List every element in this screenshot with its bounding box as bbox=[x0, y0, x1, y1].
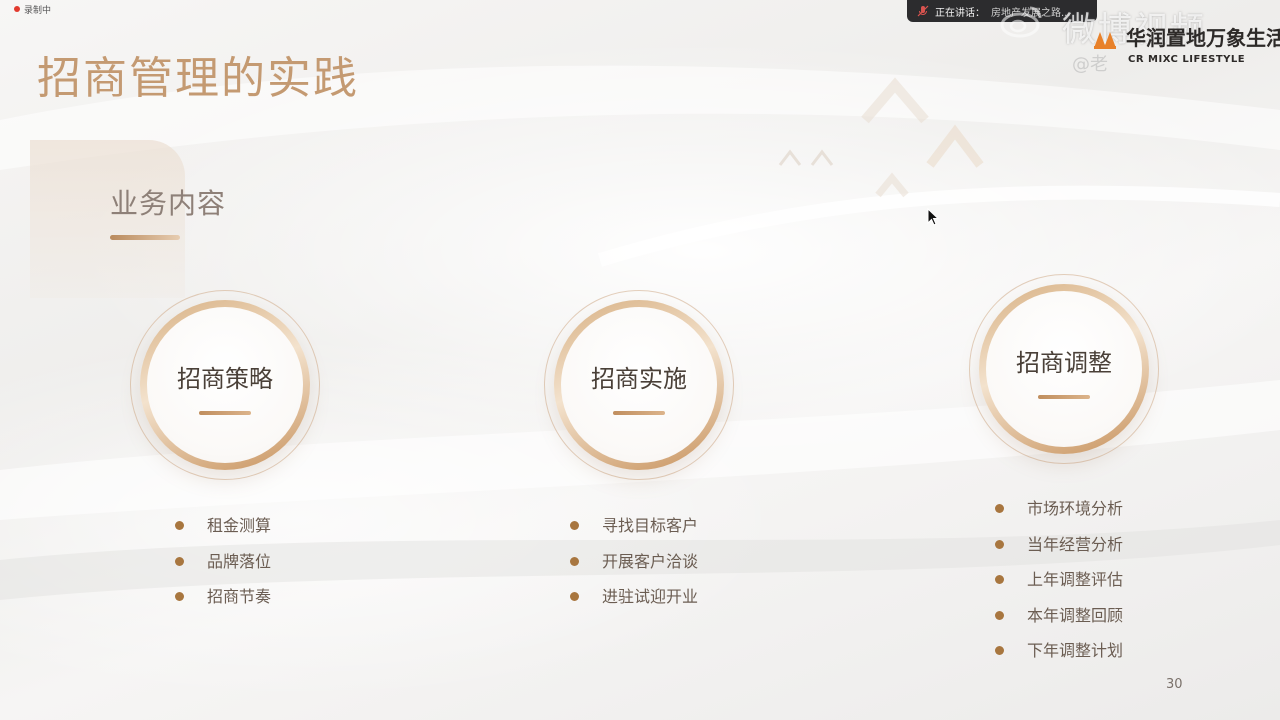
bullet-list-adjustment: 市场环境分析 当年经营分析 上年调整评估 本年调整回顾 下年调整计划 bbox=[995, 491, 1123, 669]
section-title: 业务内容 bbox=[110, 187, 227, 220]
bullet-icon bbox=[570, 556, 579, 566]
list-item: 开展客户洽谈 bbox=[570, 544, 698, 580]
speaking-status: 正在讲话： bbox=[935, 7, 985, 19]
mouse-cursor-icon bbox=[927, 208, 939, 226]
circle-heading: 招商实施 bbox=[591, 365, 687, 393]
bullet-icon bbox=[995, 539, 1004, 549]
list-item: 本年调整回顾 bbox=[995, 598, 1123, 634]
speaker-name: 房地产发展之路... bbox=[991, 7, 1071, 19]
circle-strategy: 招商策略 bbox=[130, 290, 320, 480]
list-item: 下年调整计划 bbox=[995, 633, 1123, 669]
circle-heading: 招商调整 bbox=[1016, 349, 1112, 377]
mic-muted-icon[interactable] bbox=[917, 5, 929, 17]
watermark-platform: 微博视频 bbox=[1062, 10, 1206, 50]
circle-adjustment: 招商调整 bbox=[969, 274, 1159, 464]
brand-logo-icon bbox=[1094, 32, 1116, 49]
bullet-icon bbox=[995, 646, 1004, 655]
bullet-icon bbox=[175, 592, 184, 601]
circle-underline bbox=[199, 411, 251, 415]
list-item: 品牌落位 bbox=[175, 544, 271, 580]
bullet-icon bbox=[175, 521, 184, 530]
watermark-handle: @老 bbox=[1072, 54, 1108, 75]
brand-logo: 华润置地万象生活 CR MIXC LIFESTYLE bbox=[1092, 22, 1280, 72]
list-item: 租金测算 bbox=[175, 508, 271, 544]
list-item: 当年经营分析 bbox=[995, 527, 1123, 563]
bullet-icon bbox=[995, 504, 1004, 513]
record-dot-icon bbox=[14, 6, 20, 12]
recording-label: 录制中 bbox=[24, 5, 52, 16]
bullet-icon bbox=[570, 592, 579, 601]
circle-underline bbox=[1038, 395, 1090, 399]
page-number: 30 bbox=[1166, 677, 1183, 692]
bullet-list-strategy: 租金测算 品牌落位 招商节奏 bbox=[175, 508, 271, 615]
weibo-logo-icon bbox=[1000, 6, 1042, 38]
section-underline bbox=[110, 235, 180, 240]
circle-underline bbox=[613, 411, 665, 415]
bullet-icon bbox=[175, 556, 184, 566]
decorative-chevrons bbox=[778, 77, 984, 198]
circle-implementation: 招商实施 bbox=[544, 290, 734, 480]
list-item: 市场环境分析 bbox=[995, 491, 1123, 527]
list-item: 招商节奏 bbox=[175, 579, 271, 615]
brand-chinese-name: 华润置地万象生活 bbox=[1126, 26, 1280, 50]
recording-indicator: 录制中 bbox=[14, 2, 51, 16]
bullet-list-implementation: 寻找目标客户 开展客户洽谈 进驻试迎开业 bbox=[570, 508, 698, 615]
page-title: 招商管理的实践 bbox=[37, 53, 359, 104]
list-item: 寻找目标客户 bbox=[570, 508, 698, 544]
meeting-speaker-bar[interactable]: 正在讲话： 房地产发展之路... bbox=[907, 0, 1097, 22]
circle-heading: 招商策略 bbox=[177, 365, 273, 393]
list-item: 上年调整评估 bbox=[995, 562, 1123, 598]
brand-english-name: CR MIXC LIFESTYLE bbox=[1128, 54, 1246, 65]
bullet-icon bbox=[995, 575, 1004, 584]
bullet-icon bbox=[995, 610, 1004, 620]
section-panel bbox=[30, 140, 185, 298]
bullet-icon bbox=[570, 521, 579, 530]
list-item: 进驻试迎开业 bbox=[570, 579, 698, 615]
